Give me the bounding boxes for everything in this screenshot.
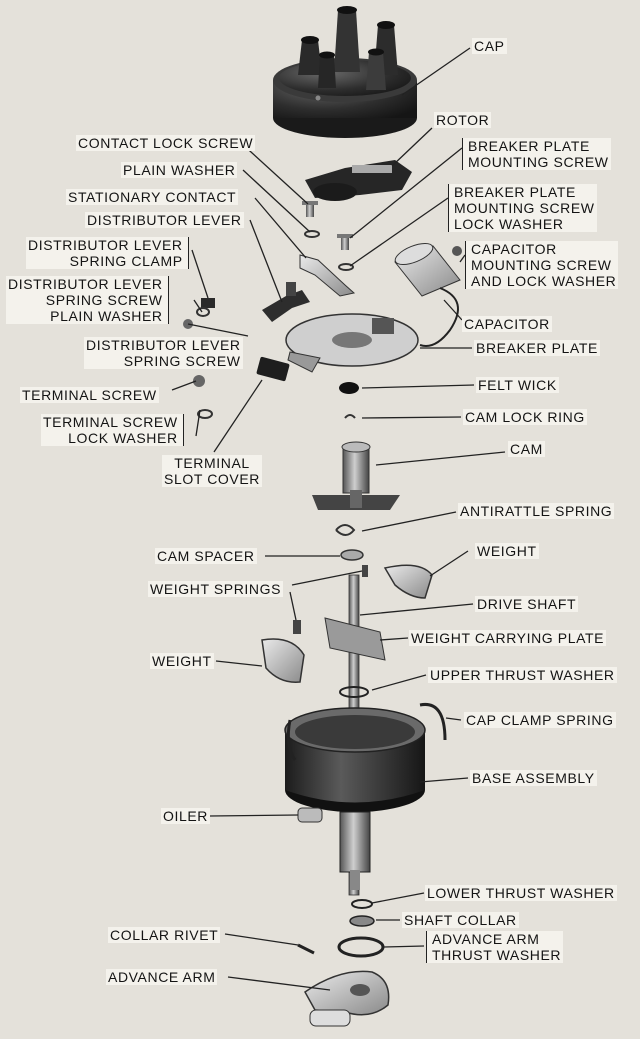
label-shaft-collar: SHAFT COLLAR [402, 912, 519, 928]
terminal-screw-part [193, 375, 205, 387]
label-line: LOCK WASHER [68, 430, 178, 446]
shaft-collar-part [349, 915, 375, 927]
label-distributor-lever-spring-clamp: DISTRIBUTOR LEVER SPRING CLAMP [26, 237, 189, 269]
label-line: DISTRIBUTOR LEVER [28, 237, 183, 253]
cap-clamp-spring-part-2 [286, 719, 297, 761]
leader-lines [171, 47, 506, 991]
label-cap-clamp-spring: CAP CLAMP SPRING [464, 712, 616, 728]
label-weight-springs: WEIGHT SPRINGS [148, 581, 284, 597]
oiler-part [297, 807, 323, 823]
advance-arm-part [304, 970, 390, 1027]
label-stationary-contact: STATIONARY CONTACT [66, 189, 239, 205]
label-weight-left: WEIGHT [150, 653, 214, 669]
base-assembly-part [284, 707, 426, 890]
label-distributor-lever-spring-screw: DISTRIBUTOR LEVER SPRING SCREW [84, 337, 243, 369]
label-terminal-slot-cover: TERMINAL SLOT COVER [162, 455, 262, 487]
label-line: MOUNTING SCREW [468, 154, 609, 170]
label-line: MOUNTING SCREW [471, 257, 612, 273]
label-cam: CAM [508, 441, 545, 457]
label-base-assembly: BASE ASSEMBLY [470, 770, 597, 786]
label-lower-thrust-washer: LOWER THRUST WASHER [425, 885, 617, 901]
label-contact-lock-screw: CONTACT LOCK SCREW [76, 135, 256, 151]
label-oiler: OILER [161, 808, 211, 824]
label-felt-wick: FELT WICK [476, 377, 559, 393]
label-breaker-plate: BREAKER PLATE [474, 340, 600, 356]
label-capacitor-mounting-screw: CAPACITOR MOUNTING SCREW AND LOCK WASHER [465, 241, 619, 289]
lock-washer-part [338, 263, 354, 271]
label-terminal-screw: TERMINAL SCREW [20, 387, 159, 403]
label-line: MOUNTING SCREW [454, 200, 595, 216]
label-plain-washer: PLAIN WASHER [121, 162, 238, 178]
label-line: TERMINAL [174, 455, 250, 471]
label-line: SPRING SCREW [45, 292, 163, 308]
label-capacitor: CAPACITOR [462, 316, 552, 332]
terminal-slot-cover-part [256, 356, 290, 382]
label-line: PLAIN WASHER [50, 308, 163, 324]
antirattle-spring-part [335, 524, 356, 536]
lower-thrust-washer-part [351, 899, 373, 909]
collar-rivet-part [297, 943, 315, 955]
plain-washer-part [304, 230, 320, 238]
upper-thrust-washer-part [339, 686, 369, 698]
advance-arm-thrust-washer-part [337, 936, 385, 958]
felt-wick-part [339, 382, 359, 394]
label-line: THRUST WASHER [432, 947, 562, 963]
label-distributor-lever-spring-screw-washer: DISTRIBUTOR LEVER SPRING SCREW PLAIN WAS… [6, 276, 169, 324]
label-line: DISTRIBUTOR LEVER [8, 276, 163, 292]
weight-left-part [261, 638, 305, 683]
label-weight-carrying-plate: WEIGHT CARRYING PLATE [409, 630, 607, 646]
cam-lock-ring-part [344, 414, 356, 419]
weight-spring-part-2 [293, 620, 301, 634]
label-distributor-lever: DISTRIBUTOR LEVER [85, 212, 244, 228]
label-line: BREAKER PLATE [468, 138, 590, 154]
breaker-plate-mounting-screw-part [337, 234, 353, 250]
label-line: SPRING CLAMP [69, 253, 183, 269]
label-line: DISTRIBUTOR LEVER [86, 337, 241, 353]
contact-lock-screw-part [302, 201, 318, 217]
label-cam-spacer: CAM SPACER [155, 548, 257, 564]
distributor-lever-part [262, 290, 310, 322]
label-breaker-plate-mounting-screw: BREAKER PLATE MOUNTING SCREW [462, 138, 611, 170]
label-antirattle-spring: ANTIRATTLE SPRING [458, 503, 615, 519]
label-line: SPRING SCREW [123, 353, 241, 369]
label-cam-lock-ring: CAM LOCK RING [463, 409, 587, 425]
label-advance-arm: ADVANCE ARM [106, 969, 218, 985]
capacitor-part [394, 242, 461, 347]
stationary-contact-part [299, 254, 356, 297]
label-line: TERMINAL SCREW [43, 414, 178, 430]
label-weight-right: WEIGHT [475, 543, 539, 559]
terminal-lock-washer-part [197, 409, 213, 419]
cap-part [273, 6, 417, 138]
weight-spring-part [362, 565, 368, 577]
label-line: ADVANCE ARM [432, 931, 540, 947]
spring-screw-washer-part [196, 307, 210, 317]
label-breaker-plate-lock-washer: BREAKER PLATE MOUNTING SCREW LOCK WASHER [448, 184, 597, 232]
rotor-part [305, 160, 412, 201]
label-upper-thrust-washer: UPPER THRUST WASHER [428, 667, 617, 683]
label-rotor: ROTOR [434, 112, 492, 128]
spring-clamp-part [201, 298, 215, 308]
capacitor-screw-part [452, 246, 462, 256]
cam-part [312, 441, 400, 510]
label-line: LOCK WASHER [454, 216, 564, 232]
label-cap: CAP [472, 38, 507, 54]
label-line: AND LOCK WASHER [471, 273, 617, 289]
label-drive-shaft: DRIVE SHAFT [475, 596, 579, 612]
weight-right-part [383, 564, 433, 599]
cam-spacer-part [340, 549, 364, 561]
breaker-plate-part [285, 313, 419, 373]
label-terminal-screw-lock-washer: TERMINAL SCREW LOCK WASHER [41, 414, 184, 446]
label-line: CAPACITOR [471, 241, 557, 257]
label-line: SLOT COVER [164, 471, 260, 487]
cap-clamp-spring-part [419, 702, 447, 741]
label-advance-arm-thrust-washer: ADVANCE ARM THRUST WASHER [426, 931, 564, 963]
label-collar-rivet: COLLAR RIVET [108, 927, 221, 943]
label-line: BREAKER PLATE [454, 184, 576, 200]
